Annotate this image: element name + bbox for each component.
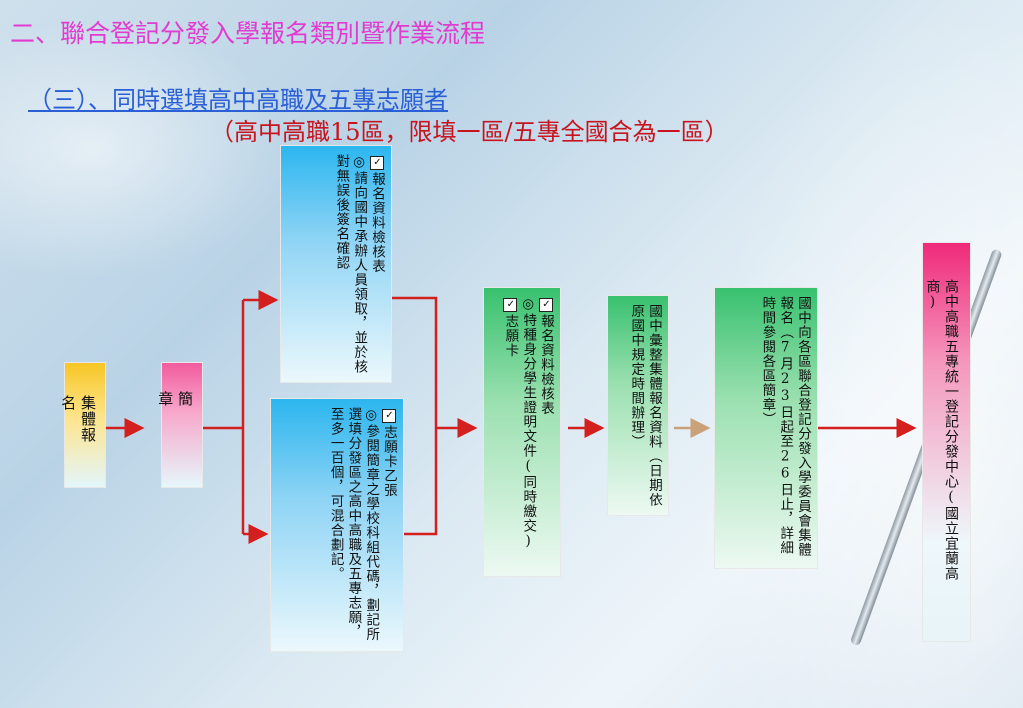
wish-card-text: ◎參閱簡章之學校科組代碼，劃記所選填分發區之高中高職及五專志願，至多一百個，可混…	[327, 407, 380, 642]
check-form-text: ◎請向國中承辦人員領取，並於核對無誤後簽名確認	[333, 154, 368, 374]
checkbox-icon: ✓	[503, 298, 518, 312]
brochure-label: 簡章	[156, 391, 194, 434]
check-form-box: ✓ 報名資料檢核表 ◎請向國中承辦人員領取，並於核對無誤後簽名確認	[280, 145, 392, 383]
committee-signup-text: 國中向各區聯合登記分發入學委員會集體報名（7月23日起至26日止，詳細時間參閱各…	[759, 296, 811, 557]
brochure-box: 簡章	[156, 362, 203, 488]
checkbox-icon: ✓	[539, 298, 553, 312]
background-glow-left	[0, 20, 290, 280]
group-signup-box: 集體報名	[59, 362, 106, 488]
wish-card-label: 志願卡乙張	[381, 425, 397, 498]
committee-signup-box: 國中向各區聯合登記分發入學委員會集體報名（7月23日起至26日止，詳細時間參閱各…	[714, 287, 818, 569]
distribution-center-box: 高中高職五專統一登記分發中心(國立宜蘭高商)	[922, 242, 971, 642]
main-title: 二、聯合登記分發入學報名類別暨作業流程	[10, 19, 486, 48]
merge-bracket	[392, 296, 438, 536]
quota-note: （高中高職15區，限填一區/五專全國合為一區）	[210, 118, 729, 146]
checkbox-icon: ✓	[382, 409, 396, 423]
submit-documents-box: ✓ 報名資料檢核表 ◎特種身分學生證明文件(同時繳交) ✓ 志願卡	[483, 287, 561, 577]
checkbox-icon: ✓	[370, 156, 384, 170]
sub-title: （三）、同時選填高中高職及五專志願者	[28, 86, 448, 114]
docs-text: ◎特種身分學生證明文件(同時繳交)	[520, 296, 537, 550]
junior-high-collect-text: 國中彙整集體報名資料（日期依原國中規定時間辦理）	[628, 304, 662, 507]
wish-card-box: ✓ 志願卡乙張 ◎參閱簡章之學校科組代碼，劃記所選填分發區之高中高職及五專志願，至…	[270, 398, 404, 652]
junior-high-collect-box: 國中彙整集體報名資料（日期依原國中規定時間辦理）	[607, 295, 669, 516]
distribution-center-text: 高中高職五專統一登記分發中心(國立宜蘭高商)	[924, 279, 959, 581]
docs-label-check-form: 報名資料檢核表	[538, 314, 554, 416]
group-signup-label: 集體報名	[59, 395, 97, 443]
check-form-label: 報名資料檢核表	[369, 172, 385, 274]
docs-label-wish-card: 志願卡	[502, 314, 519, 358]
